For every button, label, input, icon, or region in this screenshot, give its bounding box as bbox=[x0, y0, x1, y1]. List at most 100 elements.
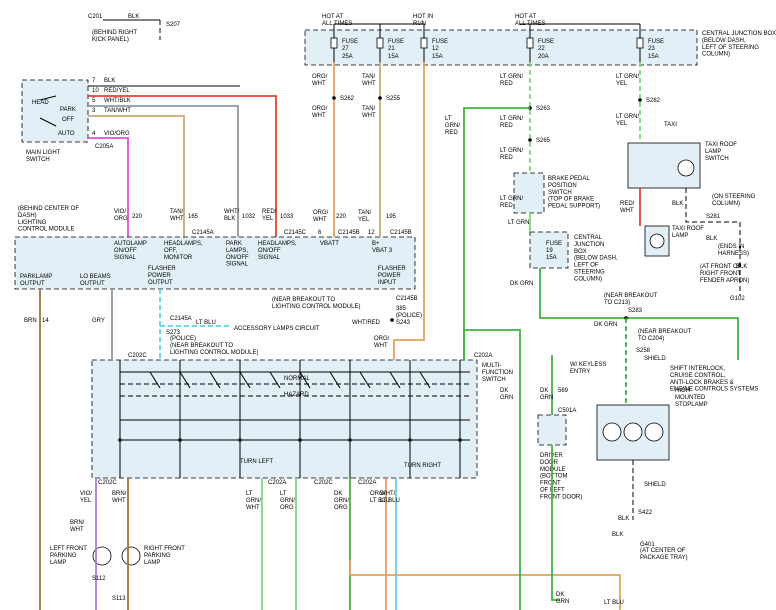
mfs-internal bbox=[118, 360, 470, 478]
fuse-5-amps: 15A bbox=[648, 54, 659, 60]
tanwht2-label: TAN/WHT bbox=[362, 106, 376, 119]
fuse-2-amps: 15A bbox=[388, 54, 399, 60]
lcm-headlamps: HEADLAMPS,OFF,MONITOR bbox=[164, 241, 203, 261]
s282-label: S282 bbox=[646, 98, 661, 104]
mls-pin-4: 4 bbox=[92, 131, 96, 137]
brn-label: BRN bbox=[24, 318, 37, 324]
c202c-1-label: C202C bbox=[98, 480, 117, 486]
lcm-pin-0: VIO/ORG bbox=[114, 209, 128, 222]
c202a-1-label: C202A bbox=[268, 480, 286, 486]
mls-pin-1: 10 bbox=[92, 88, 99, 94]
s265-label: S265 bbox=[536, 138, 551, 144]
orange-to-right bbox=[349, 560, 621, 610]
mls-wire-label-1: RED/YEL bbox=[104, 88, 130, 94]
fuse-1-icon bbox=[330, 37, 338, 49]
mfs-contact bbox=[389, 371, 401, 389]
mfs-contact bbox=[359, 371, 371, 389]
ltgrnred-s263-label: LT GRN/RED bbox=[500, 116, 523, 129]
mfs-contact bbox=[419, 371, 431, 389]
multifunction-switch bbox=[91, 359, 478, 479]
lcm-wire-2: 1032 bbox=[242, 214, 256, 220]
c2145b-3: C2145B bbox=[396, 296, 418, 302]
mfs-contact bbox=[149, 371, 161, 389]
c202a-3-label: C202A bbox=[474, 353, 492, 359]
c2145a-2: C2145A bbox=[170, 316, 192, 322]
mfs-node bbox=[178, 438, 182, 442]
mls-wire-label-0: BLK bbox=[104, 78, 115, 84]
g102-label: G102 bbox=[730, 296, 745, 302]
ltgrnyel2-label: LT GRN/YEL bbox=[616, 114, 639, 127]
mls-wire-label-4: VIO/ORG bbox=[104, 131, 130, 137]
blk-g401-label: BLK bbox=[612, 532, 623, 538]
mls-pin-3: 3 bbox=[92, 108, 96, 114]
mfs-node bbox=[408, 438, 412, 442]
mfs-out-label-0: VIO/YEL bbox=[80, 491, 92, 504]
mfs-contact bbox=[329, 371, 341, 389]
c202a-2-label: C202A bbox=[358, 480, 376, 486]
s273-label: S273 bbox=[166, 330, 181, 336]
fuse-box-label: CENTRAL JUNCTION BOX(BELOW DASH,LEFT OF … bbox=[702, 31, 776, 58]
lcm-vbatt: VBATT bbox=[320, 241, 339, 247]
brnwht-lamp-label: BRN/WHT bbox=[70, 520, 85, 533]
mls-redyel-wire bbox=[88, 95, 277, 237]
hazard-label: HAZARD bbox=[284, 392, 309, 398]
mfs-contact bbox=[209, 371, 221, 389]
s281-label: S281 bbox=[706, 214, 721, 220]
mfs-node bbox=[238, 438, 242, 442]
tanyel195-label: TAN/YEL bbox=[358, 210, 372, 223]
taxi-label: TAXI bbox=[664, 122, 677, 128]
brake-pedal-switch bbox=[513, 172, 545, 214]
orgwht1-label: ORG/WHT bbox=[312, 74, 328, 87]
c2145a-1: C2145A bbox=[192, 230, 214, 236]
fuse-3-amps: 15A bbox=[432, 54, 443, 60]
s207-label: S207 bbox=[166, 22, 181, 28]
s255-label: S255 bbox=[386, 96, 401, 102]
mls-pin-0: 7 bbox=[92, 78, 96, 84]
lcm-pin-5: 12 bbox=[368, 230, 375, 236]
normal-label: NORMAL bbox=[284, 376, 310, 382]
w195-label: 195 bbox=[386, 214, 397, 220]
mls-switch-blade bbox=[39, 95, 57, 101]
stoplamp-bulb-1-icon bbox=[602, 422, 622, 442]
mls-whtblk-wire bbox=[88, 105, 239, 237]
lcm-wire-1: 165 bbox=[188, 214, 199, 220]
fuse-3-icon bbox=[420, 37, 428, 49]
mfs-contact bbox=[299, 371, 311, 389]
s422-label: S422 bbox=[638, 510, 653, 516]
dkgrn-mfs-wire bbox=[463, 329, 521, 610]
mls-wire-label-2: WHT/BLK bbox=[104, 98, 131, 104]
mfs-node bbox=[298, 438, 302, 442]
c202c-3-label: C202C bbox=[128, 353, 147, 359]
redwht-taxi-label: RED/WHT bbox=[620, 201, 635, 214]
fuse-1-amps: 25A bbox=[342, 54, 353, 60]
mfs-out-label-5: ORG/LT BLU bbox=[370, 491, 390, 504]
dkgrn-bottom-wire bbox=[551, 445, 560, 601]
mfs-contact bbox=[269, 371, 281, 389]
shield-2: SHIELD bbox=[644, 482, 666, 488]
mfs-out-label-1: BRN/WHT bbox=[112, 491, 127, 504]
